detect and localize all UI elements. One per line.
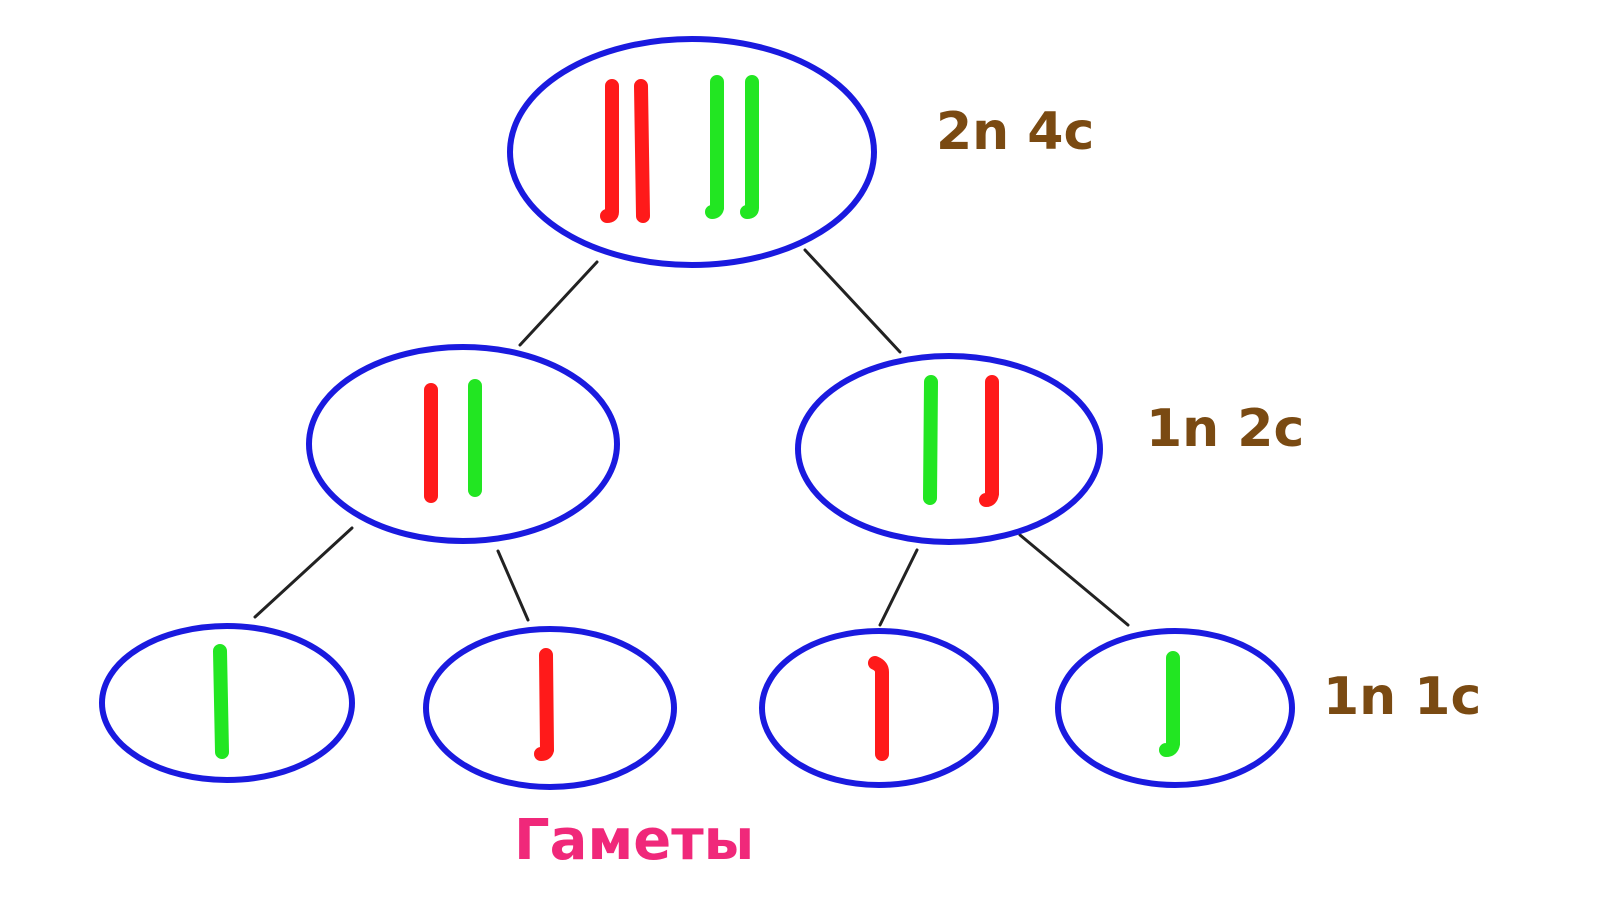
cell-outline <box>507 36 877 268</box>
connector-left-gamete1 <box>253 526 354 619</box>
connector-left-gamete2 <box>496 549 530 622</box>
chromosome-red <box>868 656 889 761</box>
level-label-1n2c: 1n 2c <box>1146 399 1304 459</box>
cell-outline <box>423 626 677 790</box>
parent-cell <box>507 36 877 268</box>
daughter-cell-left <box>306 344 620 544</box>
chromosome-red <box>634 79 650 223</box>
cell-outline <box>99 623 355 783</box>
level-label-2n4c: 2n 4c <box>936 102 1094 162</box>
gamete-3 <box>759 628 999 788</box>
chromosome-green <box>213 644 229 759</box>
cell-outline <box>795 353 1103 545</box>
connectors <box>253 248 1130 627</box>
daughter-cell-right <box>795 353 1103 545</box>
cell-outline <box>306 344 620 544</box>
cell-outline <box>1055 628 1295 788</box>
gamete-1 <box>99 623 355 783</box>
chromosome-green <box>1159 651 1180 757</box>
connector-right-gamete4 <box>1018 533 1130 627</box>
gamete-4 <box>1055 628 1295 788</box>
chromosome-green <box>923 375 938 505</box>
gamete-2 <box>423 626 677 790</box>
connector-right-gamete3 <box>878 548 919 627</box>
level-label-1n1c: 1n 1c <box>1323 667 1481 727</box>
connector-parent-left <box>518 260 599 347</box>
chromosome-red <box>979 375 999 507</box>
connector-parent-right <box>803 248 902 354</box>
chromosome-red <box>600 79 619 223</box>
cell-outline <box>759 628 999 788</box>
gametes-label: Гаметы <box>514 808 754 873</box>
chromosome-green <box>705 75 724 219</box>
chromosome-green <box>740 75 759 219</box>
chromosome-red <box>534 648 555 761</box>
